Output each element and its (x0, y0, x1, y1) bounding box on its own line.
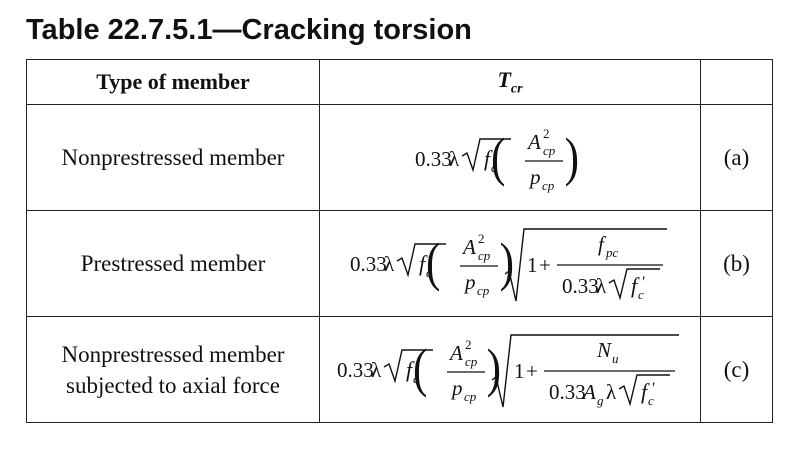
tcr-symbol: T (497, 66, 511, 92)
p-text: p (463, 270, 476, 294)
member-type-prestressed: Prestressed member (26, 210, 320, 317)
header-tcr: Tcr (319, 59, 701, 105)
c-sub: c (638, 287, 644, 302)
header-row: Type of member Tcr (26, 59, 773, 105)
p-text: p (450, 376, 463, 400)
A-text: A (526, 130, 541, 154)
outer-sqrt-sign (504, 227, 667, 301)
lambda-text: λ (371, 358, 382, 382)
left-paren: ( (413, 337, 427, 398)
N-text: N (596, 338, 612, 362)
outer-sqrt-sign (491, 333, 679, 407)
two-sup: 2 (543, 126, 550, 141)
coef-text: 0.33 (337, 358, 374, 382)
coef-text: 0.33 (350, 252, 387, 276)
member-line-2: subjected to axial force (66, 372, 280, 398)
coef-text: 0.33 (549, 380, 586, 404)
lambda-text: λ (449, 147, 460, 171)
equation-b: 0.33 λ f ′ c ( A 2 cp p cp ) 1 + f pc (319, 210, 701, 317)
two-sup: 2 (465, 337, 472, 352)
prime-text: ′ (417, 358, 421, 375)
cp-sub: cp (478, 248, 491, 263)
table-row: Prestressed member 0.33 λ f ′ c ( A 2 cp… (26, 210, 773, 317)
p-text: p (528, 165, 541, 189)
prime-text: ′ (642, 274, 646, 291)
sqrt-sign (608, 267, 660, 301)
tcr-subscript: cr (510, 81, 523, 97)
two-sup: 2 (478, 231, 485, 246)
pc-sub: pc (605, 245, 619, 260)
coef-text: 0.33 (415, 147, 452, 171)
equation-c-formula: 0.33 λ f ′ c ( A 2 cp p cp ) 1 + N u (337, 333, 679, 408)
fpc-text: f (598, 232, 607, 256)
left-paren: ( (491, 126, 505, 187)
f-text: f (484, 146, 493, 171)
equation-a: 0.33 λ f ′ c ( A 2 cp p cp ) (319, 104, 701, 211)
member-line-1: Nonprestressed member (61, 341, 285, 367)
cp-sub: cp (542, 178, 555, 193)
header-equation-label (700, 59, 773, 105)
equation-c: 0.33 λ f ′ c ( A 2 cp p cp ) 1 + N u (319, 316, 701, 423)
cp-sub: cp (465, 354, 478, 369)
coef-text: 0.33 (562, 274, 599, 298)
c-sub: c (413, 371, 419, 386)
sqrt-sign (618, 373, 670, 407)
lambda-text: λ (384, 252, 395, 276)
u-sub: u (612, 351, 619, 366)
f-text: f (406, 357, 415, 382)
c-sub: c (491, 160, 497, 175)
cp-sub: cp (477, 283, 490, 298)
prime-text: ′ (430, 252, 434, 269)
lambda-text: λ (606, 380, 617, 404)
equation-label-a: (a) (700, 104, 773, 211)
f-text: f (419, 251, 428, 276)
equation-label-c: (c) (700, 316, 773, 423)
left-paren: ( (426, 231, 440, 292)
A-text: A (461, 235, 476, 259)
plus-text: + (526, 359, 538, 383)
cp-sub: cp (543, 143, 556, 158)
one-text: 1 (527, 253, 538, 277)
equation-label-b: (b) (700, 210, 773, 317)
c-sub: c (426, 265, 432, 280)
g-sub: g (597, 393, 604, 408)
member-type-nonprestressed: Nonprestressed member (26, 104, 320, 211)
plus-text: + (539, 253, 551, 277)
c-sub: c (648, 393, 654, 408)
prime-text: ′ (652, 380, 656, 397)
prime-text: ′ (495, 147, 499, 164)
sqrt-sign (461, 137, 511, 173)
table-row: Nonprestressed member subjected to axial… (26, 316, 773, 423)
member-type-axial-force: Nonprestressed member subjected to axial… (26, 316, 320, 423)
f-text: f (631, 273, 640, 298)
A-text: A (448, 341, 463, 365)
equation-b-formula: 0.33 λ f ′ c ( A 2 cp p cp ) 1 + f pc (350, 227, 667, 302)
one-text: 1 (514, 359, 525, 383)
cp-sub: cp (464, 389, 477, 404)
Ag-text: A (581, 380, 596, 404)
cracking-torsion-table: Type of member Tcr Nonprestressed member… (26, 59, 773, 423)
f-text: f (641, 379, 650, 404)
right-paren: ) (565, 126, 579, 187)
equation-a-formula: 0.33 λ f ′ c ( A 2 cp p cp ) (415, 126, 579, 193)
sqrt-sign (383, 348, 433, 384)
table-title: Table 22.7.5.1—Cracking torsion (26, 14, 472, 46)
header-type-of-member: Type of member (26, 59, 320, 105)
lambda-text: λ (596, 274, 607, 298)
sqrt-sign (396, 242, 446, 278)
table-row: Nonprestressed member 0.33 λ f ′ c ( A 2… (26, 104, 773, 211)
